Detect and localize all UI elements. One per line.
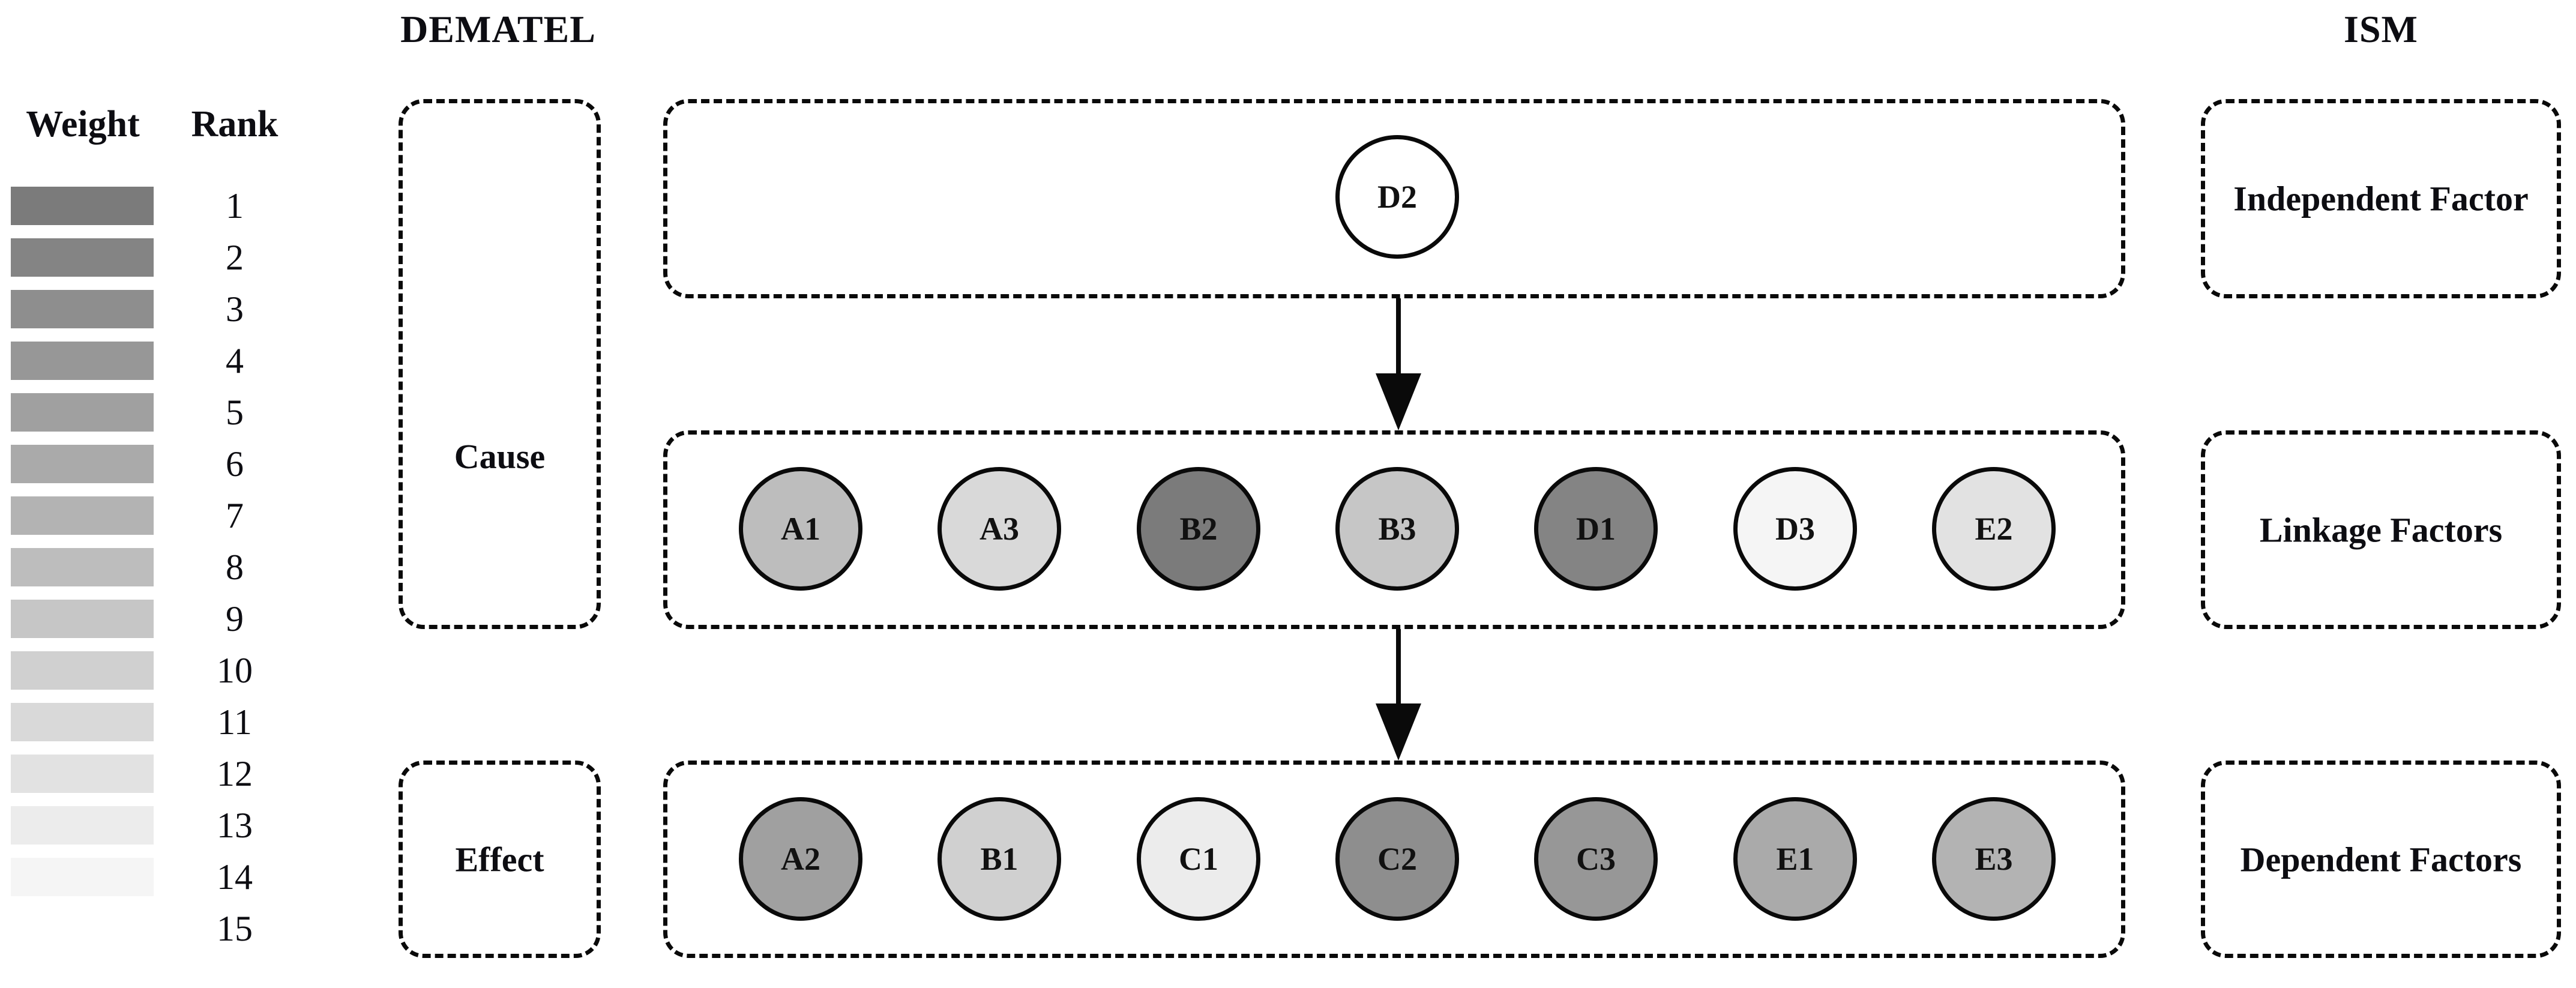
effect-label: Effect (455, 840, 544, 879)
factor-label-D2: D2 (1377, 179, 1417, 215)
cause-label: Cause (454, 437, 546, 476)
rank-label-14: 14 (217, 857, 253, 897)
independent-factor-label: Independent Factor (2233, 179, 2529, 218)
factor-node-C2: C2 (1335, 797, 1459, 921)
dependent-factors-box: Dependent Factors (2201, 761, 2561, 958)
rank-label-2: 2 (226, 238, 244, 277)
arrow-linkage-to-dependent-shaft (1396, 629, 1401, 706)
rank-label-12: 12 (217, 754, 253, 794)
weight-swatch-15 (11, 909, 154, 948)
factor-label-C3: C3 (1576, 841, 1616, 877)
factor-label-A1: A1 (781, 511, 820, 547)
linkage-factors-box: Linkage Factors (2201, 430, 2561, 629)
factor-node-A1: A1 (739, 467, 862, 591)
factor-label-E1: E1 (1776, 841, 1814, 877)
rank-label-3: 3 (226, 289, 244, 329)
weight-swatch-9 (11, 600, 154, 638)
arrow-linkage-to-dependent-head (1376, 703, 1421, 761)
effect-box: Effect (399, 761, 601, 958)
factor-label-E2: E2 (1975, 511, 2013, 547)
weight-header: Weight (26, 104, 140, 145)
factor-node-D3: D3 (1733, 467, 1857, 591)
arrow-independent-to-linkage-head (1376, 373, 1421, 430)
independent-band (663, 99, 2125, 298)
factor-node-E3: E3 (1932, 797, 2056, 921)
factor-label-B1: B1 (980, 841, 1019, 877)
rank-label-13: 13 (217, 806, 253, 845)
linkage-band (663, 430, 2125, 629)
weight-swatch-14 (11, 858, 154, 896)
factor-label-A3: A3 (980, 511, 1019, 547)
rank-label-10: 10 (217, 651, 253, 690)
factor-label-A2: A2 (781, 841, 820, 877)
rank-label-15: 15 (217, 909, 253, 948)
factor-node-A3: A3 (937, 467, 1061, 591)
rank-label-6: 6 (226, 444, 244, 484)
factor-node-D1: D1 (1534, 467, 1658, 591)
factor-node-A2: A2 (739, 797, 862, 921)
rank-label-9: 9 (226, 599, 244, 639)
factor-node-E2: E2 (1932, 467, 2056, 591)
independent-factor-box: Independent Factor (2201, 99, 2561, 298)
factor-node-B1: B1 (937, 797, 1061, 921)
weight-swatch-8 (11, 548, 154, 586)
factor-node-B3: B3 (1335, 467, 1459, 591)
rank-label-4: 4 (226, 341, 244, 381)
factor-label-C1: C1 (1179, 841, 1218, 877)
rank-label-11: 11 (217, 702, 252, 742)
linkage-factors-label: Linkage Factors (2259, 510, 2503, 549)
factor-node-B2: B2 (1137, 467, 1260, 591)
weight-swatch-3 (11, 290, 154, 328)
weight-swatch-10 (11, 651, 154, 690)
weight-swatch-1 (11, 187, 154, 225)
rank-label-7: 7 (226, 496, 244, 535)
dependent-band (663, 761, 2125, 958)
factor-label-E3: E3 (1975, 841, 2013, 877)
weight-swatch-4 (11, 342, 154, 380)
weight-swatch-12 (11, 755, 154, 793)
weight-gradient-legend (11, 187, 154, 961)
weight-swatch-5 (11, 393, 154, 432)
weight-swatch-13 (11, 806, 154, 845)
factor-label-D1: D1 (1576, 511, 1616, 547)
factor-node-E1: E1 (1733, 797, 1857, 921)
factor-node-C3: C3 (1534, 797, 1658, 921)
factor-label-B2: B2 (1179, 511, 1218, 547)
weight-swatch-7 (11, 496, 154, 535)
rank-label-1: 1 (226, 186, 244, 226)
dependent-factors-label: Dependent Factors (2240, 840, 2522, 879)
factor-label-D3: D3 (1775, 511, 1815, 547)
dematel-title: DEMATEL (400, 8, 596, 50)
weight-swatch-6 (11, 445, 154, 483)
factor-label-B3: B3 (1378, 511, 1416, 547)
ism-title: ISM (2344, 8, 2418, 50)
rank-list: 1 2 3 4 5 6 7 8 9 10 11 12 13 14 15 (190, 180, 280, 954)
rank-header: Rank (191, 104, 278, 145)
arrow-independent-to-linkage-shaft (1396, 298, 1401, 376)
rank-label-8: 8 (226, 547, 244, 587)
rank-label-5: 5 (226, 393, 244, 432)
weight-swatch-2 (11, 238, 154, 277)
factor-label-C2: C2 (1377, 841, 1417, 877)
factor-node-C1: C1 (1137, 797, 1260, 921)
weight-swatch-11 (11, 703, 154, 741)
factor-node-D2: D2 (1335, 135, 1459, 259)
cause-box: Cause (399, 99, 601, 629)
